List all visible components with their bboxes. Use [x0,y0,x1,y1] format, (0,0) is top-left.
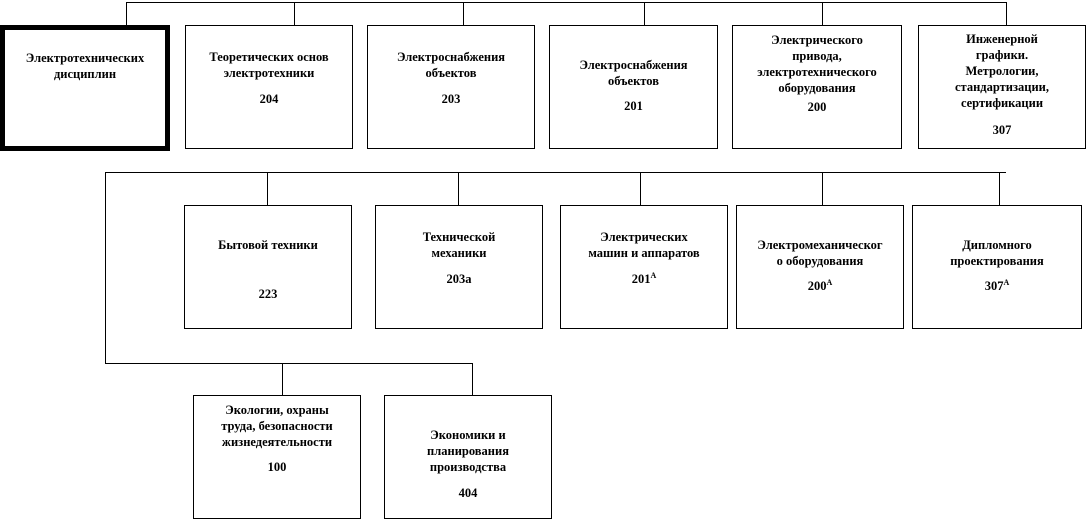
connector-drop-10 [999,172,1000,205]
row2-box-5-room: 307А [984,277,1010,293]
root-department-label: Электротехнических дисциплин [25,51,145,81]
row1-box-5-label: Инженерной графики. Метрологии, стандарт… [954,32,1049,110]
top-connector-line [126,2,1006,3]
row2-box-3-label: Электрических машин и аппаратов [588,230,700,260]
row1-box-1-room: 204 [259,92,279,106]
root-department-box[interactable]: Электротехнических дисциплин [0,25,170,151]
row2-box-1-room: 223 [258,287,278,301]
row2-box-2[interactable]: Технической механики 203а [375,205,543,329]
row2-box-1-label: Бытовой техники [218,238,318,252]
row2-box-4-label: Электромеханическог о оборудования [757,238,883,268]
connector-drop-5 [1006,2,1007,25]
row3-box-1[interactable]: Экологии, охраны труда, безопасности жиз… [193,395,361,519]
row1-box-2-room: 203 [441,92,461,106]
left-trunk-line [105,172,106,363]
connector-drop-4 [822,2,823,25]
row3-box-2[interactable]: Экономики и планирования производства 40… [384,395,552,519]
connector-drop-root [126,2,127,26]
middle-connector-line [105,172,1006,173]
row1-box-1[interactable]: Теоретических основ электротехники 204 [185,25,353,149]
connector-drop-2 [463,2,464,25]
connector-drop-12 [472,363,473,395]
connector-drop-6 [267,172,268,205]
connector-drop-7 [458,172,459,205]
row2-box-2-label: Технической механики [422,230,496,260]
row2-box-5[interactable]: Дипломного проектирования 307А [912,205,1082,329]
row3-box-2-room: 404 [458,486,478,500]
row2-box-4-room: 200А [807,277,833,293]
bottom-connector-line [105,363,473,364]
row1-box-4-room: 200 [807,100,827,114]
connector-drop-1 [294,2,295,25]
connector-drop-3 [644,2,645,25]
row1-box-2[interactable]: Электроснабжения объектов 203 [367,25,535,149]
row2-box-2-room: 203а [446,272,472,286]
connector-drop-9 [822,172,823,205]
row1-box-3-label: Электроснабжения объектов [579,58,688,88]
connector-drop-11 [282,363,283,395]
row1-box-4-label: Электрического привода, электротехническ… [757,33,877,95]
row1-box-3[interactable]: Электроснабжения объектов 201 [549,25,718,149]
row2-box-4[interactable]: Электромеханическог о оборудования 200А [736,205,904,329]
row1-box-4[interactable]: Электрического привода, электротехническ… [732,25,902,149]
row2-box-5-label: Дипломного проектирования [950,238,1044,268]
row1-box-5[interactable]: Инженерной графики. Метрологии, стандарт… [918,25,1086,149]
row2-box-3[interactable]: Электрических машин и аппаратов 201А [560,205,728,329]
row1-box-2-label: Электроснабжения объектов [396,50,506,80]
row2-box-3-room: 201А [631,270,657,286]
connector-drop-8 [640,172,641,205]
row1-box-1-label: Теоретических основ электротехники [209,50,329,80]
row2-box-1[interactable]: Бытовой техники 223 [184,205,352,329]
row3-box-2-label: Экономики и планирования производства [427,428,509,474]
row1-box-5-room: 307 [992,123,1012,137]
row3-box-1-room: 100 [267,460,287,474]
row3-box-1-label: Экологии, охраны труда, безопасности жиз… [221,403,333,449]
row1-box-3-room: 201 [624,99,643,113]
